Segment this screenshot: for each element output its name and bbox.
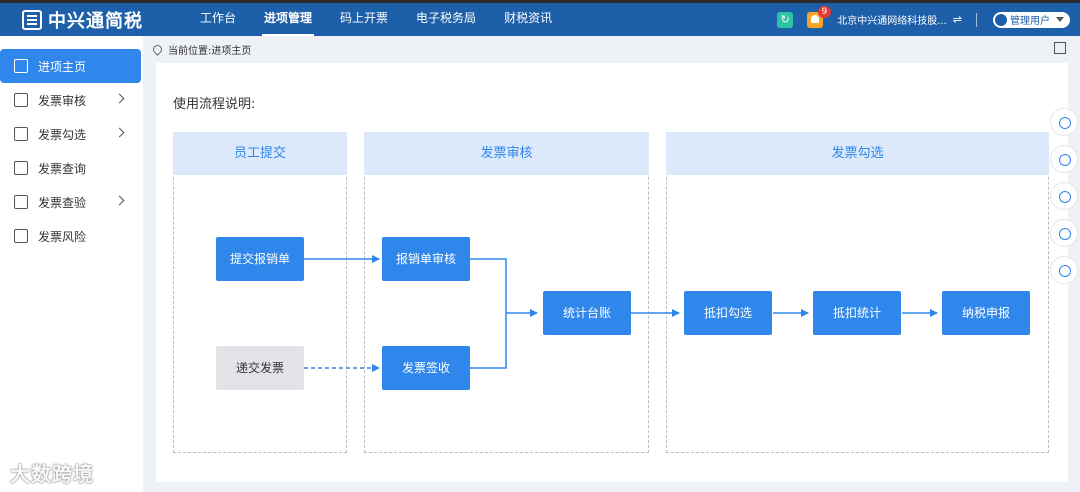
node-deliver-invoice[interactable]: 递交发票 [216,346,304,390]
logo-text: 中兴通简税 [48,10,143,32]
pulse-icon [14,229,28,243]
node-submit-expense[interactable]: 提交报销单 [216,237,304,281]
headset-icon[interactable] [1050,145,1078,173]
sidebar-item-invoice-select[interactable]: 发票勾选 [0,117,141,151]
sidebar-item-label: 发票审核 [38,93,87,108]
chevron-right-icon [114,93,125,104]
location-pin-icon [151,43,164,56]
main-content: 使用流程说明: 员工提交 发票审核 发票勾选 提交报销单 递交发票 报销单审核 … [156,63,1068,482]
grid-icon [14,161,28,175]
sidebar-item-invoice-review[interactable]: 发票审核 [0,83,141,117]
fullscreen-icon[interactable] [1054,42,1066,54]
phone-icon[interactable] [1050,108,1078,136]
sidebar: 进项主页 发票审核 发票勾选 发票查询 发票查验 发票风险 [0,36,143,492]
user-menu[interactable]: 管理用户 [993,11,1070,28]
nav-workbench[interactable]: 工作台 [200,10,237,25]
node-ledger[interactable]: 统计台账 [543,291,631,335]
breadcrumb: 当前位置: 进项主页 [151,42,252,57]
lane-title: 员工提交 [173,132,347,175]
user-name: 管理用户 [1010,16,1050,27]
wechat-icon[interactable] [1050,256,1078,284]
chevron-down-icon [1056,17,1064,22]
logo[interactable]: 中兴通简税 [22,7,172,33]
watermark: 大数跨境 [10,462,94,486]
sun-icon[interactable] [1050,219,1078,247]
main-nav: 工作台 进项管理 码上开票 电子税务局 财税资讯 [186,2,566,38]
chat-icon[interactable] [1050,182,1078,210]
lane-invoice-review: 发票审核 [364,132,649,453]
top-bar: 中兴通简税 工作台 进项管理 码上开票 电子税务局 财税资讯 ↻ 9 北京中兴通… [0,0,1080,36]
sidebar-item-invoice-verify[interactable]: 发票查验 [0,185,141,219]
flow-arrows [304,255,938,372]
chevron-right-icon [114,195,125,206]
floating-toolbar [1050,108,1078,293]
home-icon [14,59,28,73]
check-square-icon [14,127,28,141]
sidebar-item-label: 进项主页 [38,59,87,74]
node-deduct-stats[interactable]: 抵扣统计 [813,291,901,335]
refresh-icon[interactable]: ↻ [777,11,794,28]
search-doc-icon [14,195,28,209]
company-name[interactable]: 北京中兴通网络科技股... [837,16,947,27]
sidebar-item-label: 发票查询 [38,161,87,176]
sidebar-item-invoice-query[interactable]: 发票查询 [0,151,141,185]
connector-merge [470,258,507,369]
logo-icon [22,9,42,30]
nav-code-invoicing[interactable]: 码上开票 [340,10,389,25]
nav-input-management[interactable]: 进项管理 [250,2,326,38]
switch-company-icon[interactable]: ⇌ [952,13,962,26]
flow-title: 使用流程说明: [173,97,256,112]
bell-icon[interactable]: 9 [807,5,832,28]
sidebar-item-invoice-risk[interactable]: 发票风险 [0,219,141,253]
lane-invoice-select: 发票勾选 [666,132,1049,453]
node-tax-report[interactable]: 纳税申报 [942,291,1030,335]
lane-title: 发票勾选 [666,132,1049,175]
breadcrumb-prefix: 当前位置: [168,46,212,57]
sidebar-item-input-home[interactable]: 进项主页 [0,49,141,83]
header-tools: ↻ 9 北京中兴通网络科技股... ⇌ 管理用户 [777,3,1070,36]
lane-employee-submit: 员工提交 [173,132,347,453]
avatar-icon [995,13,1007,26]
sidebar-item-label: 发票风险 [38,229,87,244]
lane-title: 发票审核 [364,132,649,175]
sidebar-item-label: 发票查验 [38,195,87,210]
node-invoice-receive[interactable]: 发票签收 [382,346,470,390]
node-deduct-select[interactable]: 抵扣勾选 [684,291,772,335]
nav-e-tax-bureau[interactable]: 电子税务局 [416,10,477,25]
chevron-right-icon [114,127,125,138]
sidebar-item-label: 发票勾选 [38,127,87,142]
edit-icon [14,93,28,107]
node-expense-review[interactable]: 报销单审核 [382,237,470,281]
breadcrumb-current: 进项主页 [211,46,252,57]
notification-badge: 9 [817,5,832,18]
divider [976,12,977,27]
nav-tax-news[interactable]: 财税资讯 [504,10,553,25]
